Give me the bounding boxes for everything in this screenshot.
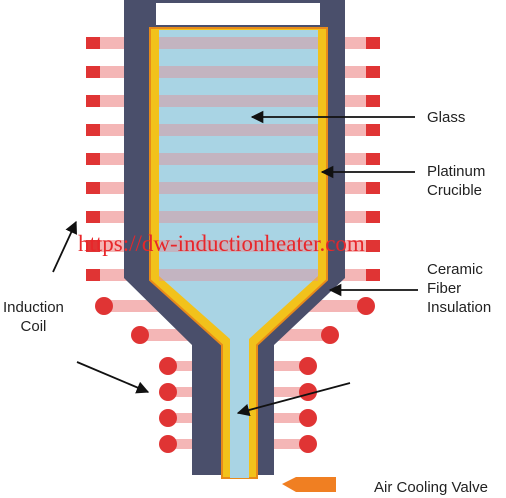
induction-arrow-down [76,361,150,394]
glass-melt [159,30,318,478]
platinum-label-line2: Crucible [427,182,483,199]
watermark: https://dw-inductionheater.com [78,231,365,256]
air-cooling-valve-label: Air Cooling Valve [374,479,488,496]
induction-coil-squares [86,37,380,281]
glass-lower-arrow [236,382,351,417]
ceramic-label-line3: Insulation [427,299,492,316]
induction-label-line2: Coil [20,318,47,335]
air-cooling-valve-icon [282,477,336,492]
induction-coil-circles [95,297,375,453]
coil-bands-front [159,37,318,281]
ceramic-label-line1: Ceramic [427,261,483,278]
induction-label-line1: Induction [3,299,64,316]
platinum-label-line1: Platinum [427,163,486,180]
glass-label: Glass [427,109,466,126]
crucible-opening [156,3,320,25]
ceramic-label: Ceramic Fiber Insulation [427,260,491,317]
ceramic-label-line2: Fiber [427,280,462,297]
platinum-label: Platinum Crucible [427,162,485,200]
callout-arrows [52,110,418,417]
induction-coil-label: Induction Coil [3,298,64,336]
induction-arrow-up [52,220,77,273]
